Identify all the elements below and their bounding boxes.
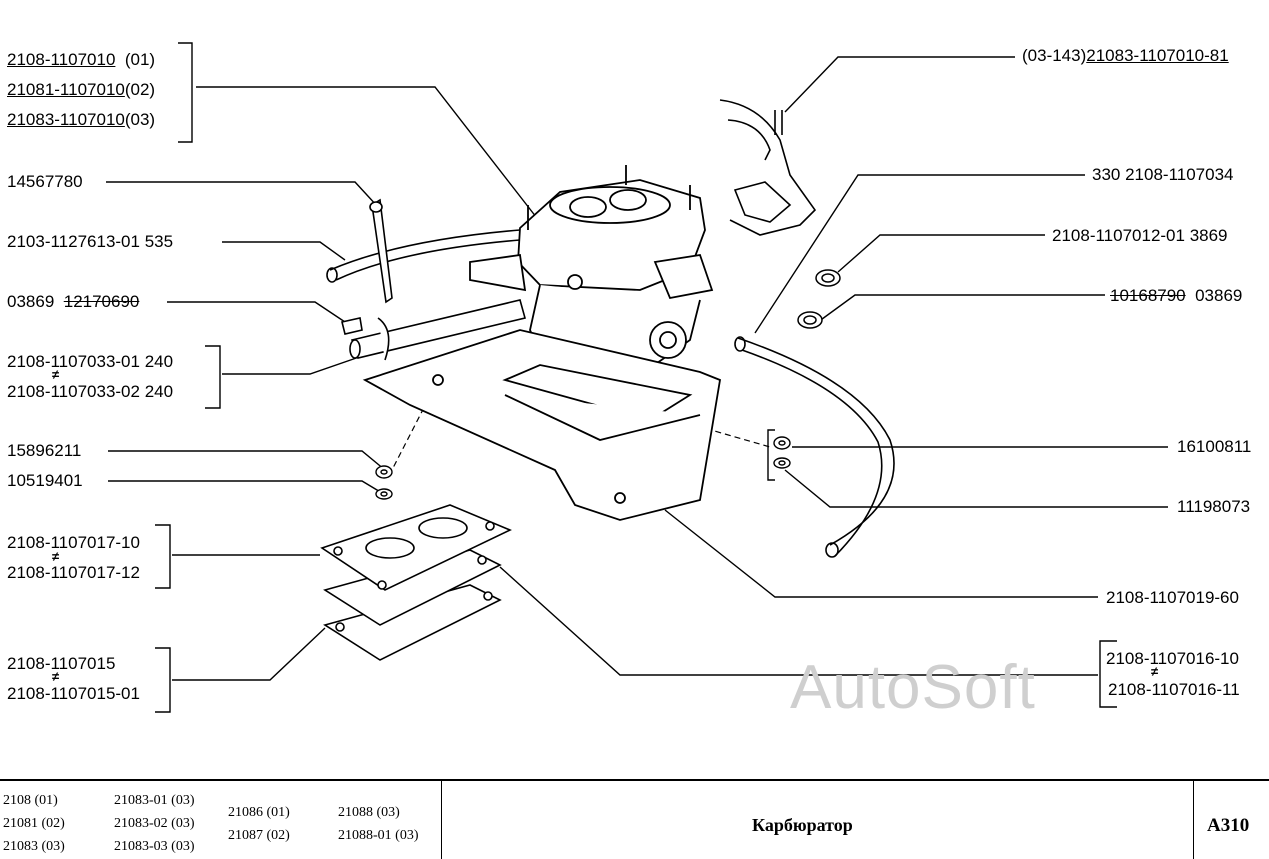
model-item: 21083-03 (03): [114, 839, 195, 854]
model-item: 21087 (02): [228, 828, 290, 843]
engine-partial-view: [719, 99, 817, 236]
bracket-tube: [205, 345, 221, 409]
leader-carb: [196, 86, 541, 223]
bracket-carb: [178, 42, 193, 143]
nut-washer-left: [375, 465, 393, 500]
label-carb-02: 21081-1107010(02): [7, 80, 156, 99]
leader-washer-right: [784, 469, 1168, 508]
model-item: 21081 (02): [3, 816, 65, 831]
label-clamp2: 10168790 03869: [1110, 286, 1243, 305]
label-carb-01: 2108-1107010 (01): [7, 50, 156, 69]
label-screw: 14567780: [7, 172, 83, 191]
model-item: 21088-01 (03): [338, 828, 419, 843]
label-hose-right: 330 2108-1107034: [1092, 165, 1234, 184]
label-washer-right: 11198073: [1177, 497, 1251, 516]
label-spacer-1: 2108-1107015: [7, 654, 116, 673]
label-clip: 03869 12170690: [7, 292, 140, 311]
leader-clamp: [837, 234, 1045, 273]
nut-washer-right: [773, 436, 791, 469]
leader-clamp2: [817, 294, 1105, 323]
model-item: 21083-01 (03): [114, 793, 195, 808]
label-plate: 2108-1107019-60: [1106, 588, 1239, 607]
label-gasket-2: 2108-1107017-12: [7, 563, 140, 582]
drawing-code: A310: [1207, 815, 1250, 836]
mounting-plate: [362, 329, 722, 521]
leader-hose: [222, 241, 346, 261]
screw-part: [369, 198, 393, 304]
watermark: AutoSoft: [790, 653, 1036, 722]
model-item: 21086 (01): [228, 805, 290, 820]
not-interchangeable-icon: ≠: [52, 669, 60, 684]
leader-washer: [108, 480, 383, 494]
leader-plate: [664, 509, 1098, 598]
label-spacer-2: 2108-1107015-01: [7, 684, 140, 703]
title-block: 2108 (01) 21081 (02) 21083 (03) 21083-01…: [0, 779, 1269, 859]
label-gasket-r2: 2108-1107016-11: [1108, 680, 1240, 699]
bracket-nut-washer: [767, 429, 775, 481]
model-item: 21083-02 (03): [114, 816, 195, 831]
leader-gasket-right: [499, 566, 1098, 676]
leader-stud: [784, 56, 1015, 113]
label-nut-left: 15896211: [7, 441, 82, 460]
fuel-hose-left: [326, 229, 521, 283]
hose-clamps: [797, 269, 841, 329]
model-item: 21083 (03): [3, 839, 65, 854]
label-carb-03: 21083-1107010(03): [7, 110, 156, 129]
model-item: 2108 (01): [3, 793, 58, 808]
label-nut-right: 16100811: [1177, 437, 1252, 456]
bracket-gasket: [155, 524, 171, 589]
fuel-hose-right: [734, 336, 895, 558]
label-gasket-1: 2108-1107017-10: [7, 533, 140, 552]
model-item: 21088 (03): [338, 805, 400, 820]
drawing-title: Карбюратор: [752, 815, 853, 835]
leader-spacer: [172, 627, 326, 681]
leader-hose-right: [754, 174, 1085, 334]
gasket-stack: [320, 504, 512, 661]
bracket-gasket-right: [1099, 640, 1117, 708]
bracket-spacer: [155, 647, 171, 713]
label-hose: 2103-1127613-01 535: [7, 232, 174, 251]
label-gasket-r1: 2108-1107016-10: [1106, 649, 1239, 668]
title-block-divider: [441, 781, 442, 859]
leader-clip: [167, 301, 346, 323]
tube-with-clip: [341, 299, 526, 361]
leader-nut: [108, 450, 386, 471]
leader-tube: [222, 354, 366, 375]
leader-screw: [106, 181, 379, 208]
not-interchangeable-icon: ≠: [52, 549, 60, 564]
label-tube-1: 2108-1107033-01 240: [7, 352, 174, 371]
leader-lines: [106, 42, 1168, 713]
label-clamp: 2108-1107012-01 3869: [1052, 226, 1228, 245]
title-block-divider: [1193, 781, 1194, 859]
label-washer-left: 10519401: [7, 471, 83, 490]
not-interchangeable-icon: ≠: [1151, 664, 1159, 679]
carburetor-exploded-drawing: [106, 42, 1168, 713]
not-interchangeable-icon: ≠: [52, 367, 60, 382]
label-stud: (03-143)21083-1107010-81: [1022, 46, 1229, 65]
label-tube-2: 2108-1107033-02 240: [7, 382, 174, 401]
